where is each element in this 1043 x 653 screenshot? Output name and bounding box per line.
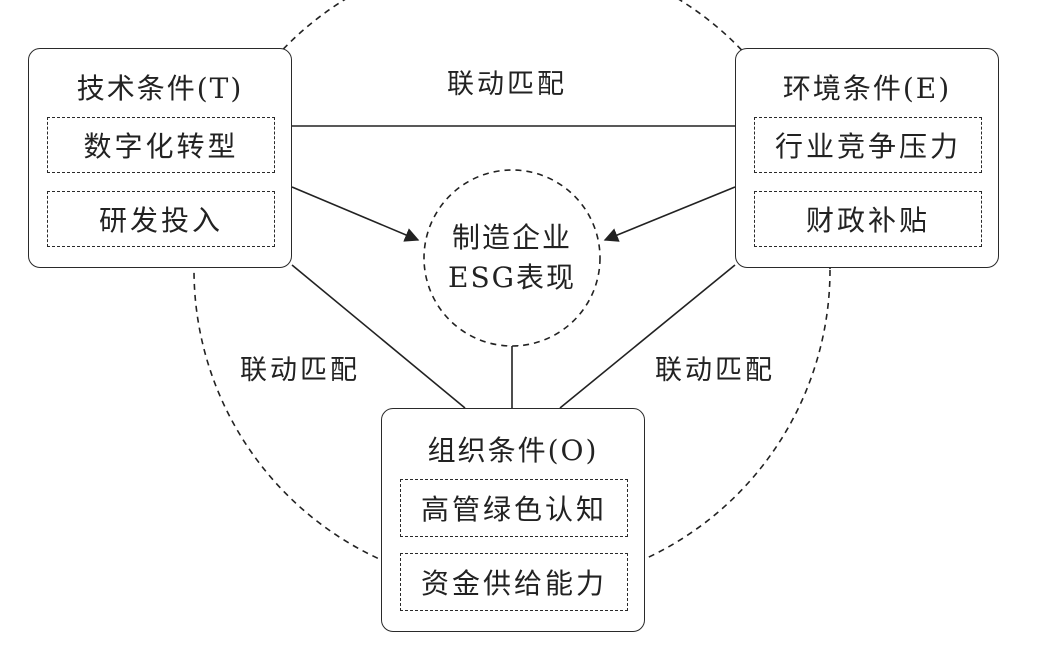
env-condition-box: 环境条件(E) 行业竞争压力 财政补贴 xyxy=(735,48,999,268)
tech-condition-box: 技术条件(T) 数字化转型 研发投入 xyxy=(28,48,292,268)
tech-title: 技术条件(T) xyxy=(76,72,244,105)
env-item-subsidy: 财政补贴 xyxy=(754,191,982,247)
link-label-right: 联动匹配 xyxy=(655,348,775,387)
link-label-left: 联动匹配 xyxy=(240,348,360,387)
org-title: 组织条件(O) xyxy=(427,434,599,467)
link-env-org xyxy=(559,264,736,409)
env-title: 环境条件(E) xyxy=(782,72,952,105)
link-tech-org xyxy=(291,264,466,409)
tech-item-digital: 数字化转型 xyxy=(47,117,275,173)
env-item-competition: 行业竞争压力 xyxy=(754,117,982,173)
org-condition-box: 组织条件(O) 高管绿色认知 资金供给能力 xyxy=(381,408,645,632)
arrow-tech-to-center xyxy=(291,186,420,242)
center-node: 制造企业 ESG表现 xyxy=(432,218,592,298)
link-label-top: 联动匹配 xyxy=(447,62,567,101)
center-circle xyxy=(423,169,601,347)
tech-item-rnd: 研发投入 xyxy=(47,191,275,247)
arrow-env-to-center xyxy=(603,186,736,242)
org-item-green-cognition: 高管绿色认知 xyxy=(400,479,628,537)
center-line-2: ESG表现 xyxy=(448,261,576,294)
org-item-funding: 资金供给能力 xyxy=(400,553,628,611)
center-line-1: 制造企业 xyxy=(451,221,572,254)
